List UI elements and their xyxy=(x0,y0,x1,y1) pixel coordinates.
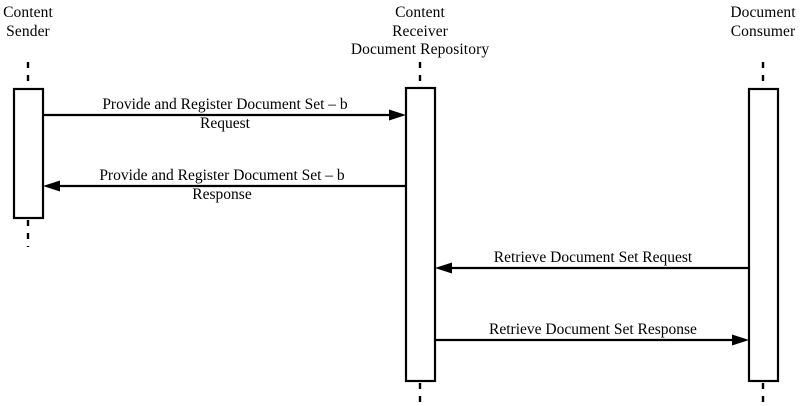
message-arrow-retrieve-document-set-request xyxy=(435,262,749,274)
actor-label-line-2: Sender xyxy=(6,22,50,40)
message-arrow-retrieve-document-set-response xyxy=(435,334,749,346)
arrowhead-left-icon xyxy=(43,180,60,192)
arrowhead-left-icon xyxy=(435,262,452,274)
lifeline-content-receiver-document-repository xyxy=(404,62,437,404)
lifeline-content-sender xyxy=(12,62,45,247)
message-label-retrieve-document-set-request: Retrieve Document Set Request xyxy=(443,248,743,267)
actor-label-document-consumer: Document Consumer xyxy=(688,4,800,41)
message-arrow-provide-and-register-document-set-b-request xyxy=(43,109,406,121)
actor-label-line-1: Content xyxy=(395,4,445,21)
actor-label-line-2: Receiver xyxy=(392,22,448,40)
actor-label-line-2: Consumer xyxy=(730,22,796,40)
actor-label-content-receiver-document-repository: Content Receiver Document Repository xyxy=(320,4,520,60)
message-label-line-1: Retrieve Document Set Response xyxy=(489,321,697,338)
lifeline-document-consumer xyxy=(747,62,780,404)
actor-label-line-1: Document xyxy=(730,4,796,21)
message-arrow-provide-and-register-document-set-b-response xyxy=(43,180,406,192)
activation-bar-content-sender xyxy=(12,87,45,220)
arrowhead-right-icon xyxy=(389,109,406,121)
actor-label-line-3: Document Repository xyxy=(350,41,490,58)
message-label-line-2: Response xyxy=(192,186,252,203)
arrowhead-right-icon xyxy=(732,334,749,346)
message-label-retrieve-document-set-response: Retrieve Document Set Response xyxy=(443,320,743,339)
activation-bar-content-receiver xyxy=(404,86,437,383)
message-label-line-1: Provide and Register Document Set – b xyxy=(99,167,345,184)
message-label-provide-and-register-document-set-b-response: Provide and Register Document Set – b Re… xyxy=(47,166,397,204)
actor-label-content-sender: Content Sender xyxy=(0,4,102,41)
message-label-line-1: Provide and Register Document Set – b xyxy=(102,96,348,113)
activation-bar-document-consumer xyxy=(747,87,780,383)
message-label-provide-and-register-document-set-b-request: Provide and Register Document Set – b Re… xyxy=(50,95,400,133)
message-label-line-1: Retrieve Document Set Request xyxy=(493,249,693,266)
message-label-line-2: Request xyxy=(200,115,250,132)
actor-label-line-1: Content xyxy=(3,4,53,21)
